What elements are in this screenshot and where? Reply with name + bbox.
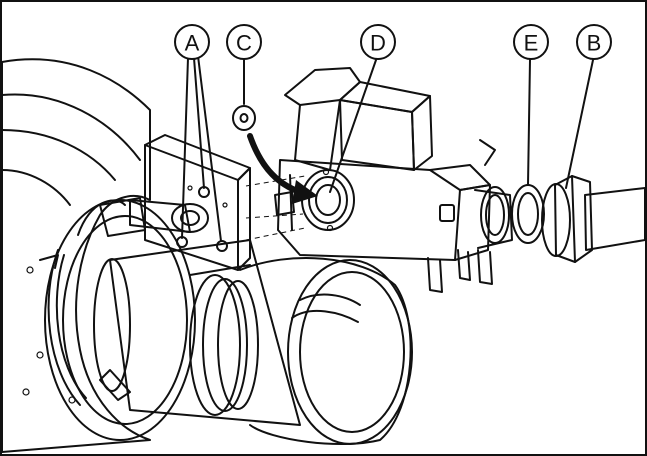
callout-c-circle [226,24,262,60]
insert-arrow [247,133,318,204]
callout-e-label: E [524,31,539,56]
gas-pipe [584,187,646,251]
callout-leaders [181,55,594,242]
callout-b-label: B [587,31,602,56]
callout-b-circle [576,24,612,60]
callout-a-label: A [185,31,200,56]
callout-b: B [576,24,612,60]
blast-tube [93,239,413,445]
callout-d-label: D [370,31,386,56]
valve-outlet [480,186,510,244]
flange-plate [77,134,251,271]
valve-port-d [301,169,355,231]
callout-a: A [174,24,210,60]
callout-d-circle [360,24,396,60]
callout-e-circle [513,24,549,60]
callout-c: C [226,24,262,60]
callout-c-label: C [236,31,252,56]
burner-housing [1,58,196,453]
washer-c [232,105,256,131]
gas-valve [274,67,513,293]
callout-e: E [513,24,549,60]
callout-a-circle [174,24,210,60]
union-nut-b [541,175,593,263]
callout-d: D [360,24,396,60]
